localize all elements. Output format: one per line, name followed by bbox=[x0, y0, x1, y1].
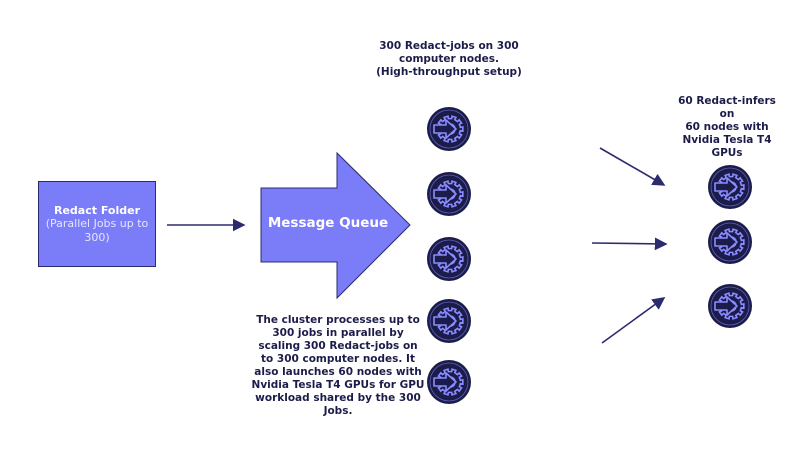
redact-infer-node bbox=[707, 164, 753, 210]
message-queue-arrow bbox=[260, 151, 411, 300]
gear-arrow-icon bbox=[427, 172, 471, 216]
redact-infer-node bbox=[707, 283, 753, 329]
jobs-to-infers-arrow-middle bbox=[591, 237, 668, 251]
jobs-to-infers-arrow-top bbox=[599, 147, 666, 186]
redact-job-node bbox=[426, 298, 472, 344]
redact-job-node bbox=[426, 359, 472, 405]
redact-job-node bbox=[426, 236, 472, 282]
redact-job-node bbox=[426, 106, 472, 152]
message-queue-label: Message Queue bbox=[267, 215, 389, 231]
gear-arrow-icon bbox=[427, 107, 471, 151]
redact-infer-node bbox=[707, 219, 753, 265]
redact-infers-note: 60 Redact-infers on 60 nodes with Nvidia… bbox=[678, 95, 776, 159]
cluster-description-note: The cluster processes up to 300 jobs in … bbox=[251, 314, 425, 417]
gear-arrow-icon bbox=[708, 220, 752, 264]
gear-arrow-icon bbox=[427, 299, 471, 343]
redact-folder-box: Redact Folder (Parallel Jobs up to 300) bbox=[38, 181, 156, 267]
gear-arrow-icon bbox=[708, 165, 752, 209]
redact-folder-subtitle: (Parallel Jobs up to 300) bbox=[45, 216, 149, 244]
gear-arrow-icon bbox=[708, 284, 752, 328]
jobs-to-infers-arrow-bottom bbox=[601, 297, 666, 344]
redact-job-node bbox=[426, 171, 472, 217]
redact-jobs-note: 300 Redact-jobs on 300 computer nodes. (… bbox=[376, 40, 522, 78]
gear-arrow-icon bbox=[427, 360, 471, 404]
gear-arrow-icon bbox=[427, 237, 471, 281]
redact-folder-title: Redact Folder bbox=[54, 203, 140, 217]
